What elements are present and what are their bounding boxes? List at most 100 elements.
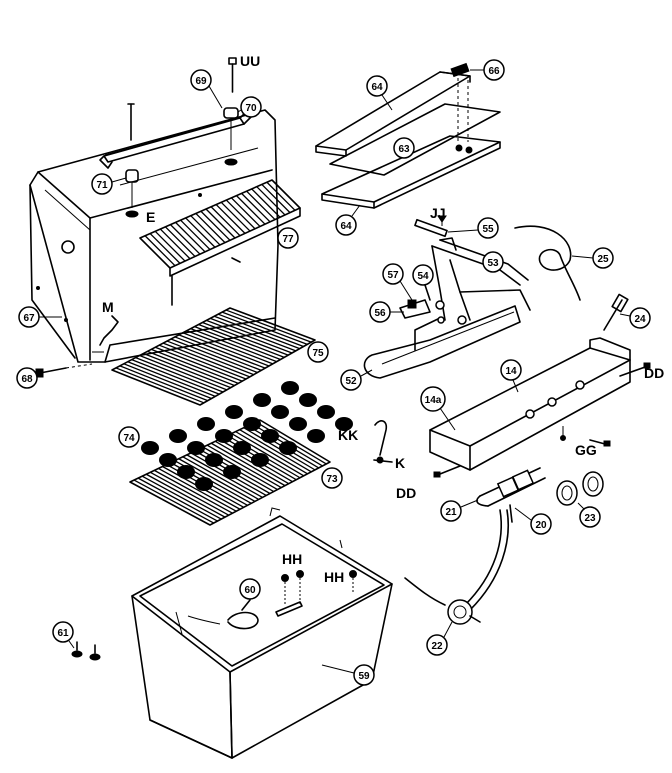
callout-label-23: 23 — [584, 513, 596, 524]
grid-wire — [241, 192, 271, 223]
grid-wire — [227, 434, 301, 479]
grid-wire — [170, 224, 201, 255]
label-kk: KK — [338, 427, 358, 443]
callout-22: 22 — [426, 621, 453, 656]
feet-61 — [71, 641, 101, 661]
briquette — [141, 441, 159, 455]
label-m: M — [102, 299, 114, 315]
grid-wire — [206, 319, 293, 354]
grid-wire — [135, 356, 224, 393]
grid-wire — [182, 456, 260, 500]
grid-wire — [194, 450, 271, 495]
label-e: E — [146, 209, 155, 225]
grid-wire — [150, 471, 230, 516]
briquette — [253, 393, 271, 407]
grid-wire — [162, 465, 241, 510]
grid-wire — [261, 184, 291, 214]
grid-wire — [166, 463, 245, 508]
grid-wire — [143, 352, 231, 389]
grid-wire — [155, 346, 243, 382]
grid-wire — [178, 458, 256, 502]
grid-wire — [214, 440, 290, 485]
briquette — [197, 417, 215, 431]
briquette — [289, 417, 307, 431]
briquette — [317, 405, 335, 419]
grid-wire — [119, 365, 208, 402]
grid-wire — [123, 363, 212, 400]
label-uu: UU — [240, 53, 260, 69]
callout-69: 69 — [190, 69, 223, 109]
grid-wire — [164, 226, 196, 257]
callout-24: 24 — [619, 307, 651, 329]
briquette — [187, 441, 205, 455]
window-assembly — [315, 62, 501, 209]
callout-73: 73 — [321, 467, 343, 489]
callout-53: 53 — [482, 251, 504, 273]
grid-wire — [231, 433, 305, 477]
callout-label-53: 53 — [487, 258, 499, 269]
grid-wire — [235, 431, 308, 475]
grid-wire — [159, 228, 191, 260]
callout-64b: 64 — [335, 204, 361, 236]
callout-label-59: 59 — [358, 671, 370, 682]
callout-label-54: 54 — [417, 271, 429, 282]
control-panel — [429, 337, 651, 478]
grid-wire — [225, 309, 312, 343]
briquette — [335, 417, 353, 431]
grid-wire — [221, 311, 308, 345]
grid-wire — [162, 342, 251, 378]
screw-left — [127, 103, 135, 141]
grid-wire — [205, 208, 236, 239]
grid-wire — [186, 330, 274, 365]
callout-75: 75 — [307, 341, 329, 363]
label-gg: GG — [575, 442, 597, 458]
grid-wire — [154, 230, 186, 262]
igniter-wire — [514, 225, 581, 301]
callout-label-14: 14 — [505, 366, 517, 377]
spacer-71 — [125, 169, 139, 218]
grid-wire — [243, 427, 316, 471]
grid-wire — [236, 195, 266, 225]
callout-67: 67 — [18, 306, 62, 328]
grid-wire — [219, 438, 293, 483]
callout-56: 56 — [369, 301, 404, 323]
callout-25: 25 — [571, 247, 614, 269]
grid-wire — [141, 475, 222, 520]
callout-63: 63 — [393, 137, 415, 159]
grid-wire — [210, 206, 241, 237]
valve-manifold — [476, 467, 546, 523]
grid-wire — [198, 448, 275, 493]
callout-label-55: 55 — [482, 224, 494, 235]
callout-label-74: 74 — [123, 433, 135, 444]
grid-wire — [206, 444, 282, 489]
callout-label-77: 77 — [282, 234, 294, 245]
callout-77: 77 — [277, 227, 299, 249]
cooking-grid — [111, 307, 316, 406]
grid-wire — [210, 317, 297, 352]
grid-wire — [251, 188, 281, 218]
callout-label-69: 69 — [195, 76, 207, 87]
callout-label-68: 68 — [21, 374, 33, 385]
grid-wire — [178, 334, 266, 369]
grid-wire — [190, 215, 221, 246]
callout-label-73: 73 — [326, 474, 338, 485]
grid-wire — [239, 429, 312, 473]
regulator-hose — [404, 509, 509, 625]
callout-66: 66 — [470, 59, 505, 81]
callout-label-52: 52 — [345, 376, 357, 387]
label-hh-left: HH — [282, 551, 302, 567]
grid-wire — [175, 221, 206, 253]
hh-screws — [281, 570, 357, 604]
callout-14: 14 — [500, 359, 522, 393]
grid-wire — [182, 332, 270, 367]
grid-wire — [225, 199, 256, 230]
callout-label-67: 67 — [23, 313, 35, 324]
callout-label-66: 66 — [488, 66, 500, 77]
callout-label-24: 24 — [634, 314, 646, 325]
briquette — [307, 429, 325, 443]
grid-wire — [246, 190, 276, 220]
grid-wire — [194, 325, 281, 361]
callout-label-22: 22 — [431, 641, 443, 652]
